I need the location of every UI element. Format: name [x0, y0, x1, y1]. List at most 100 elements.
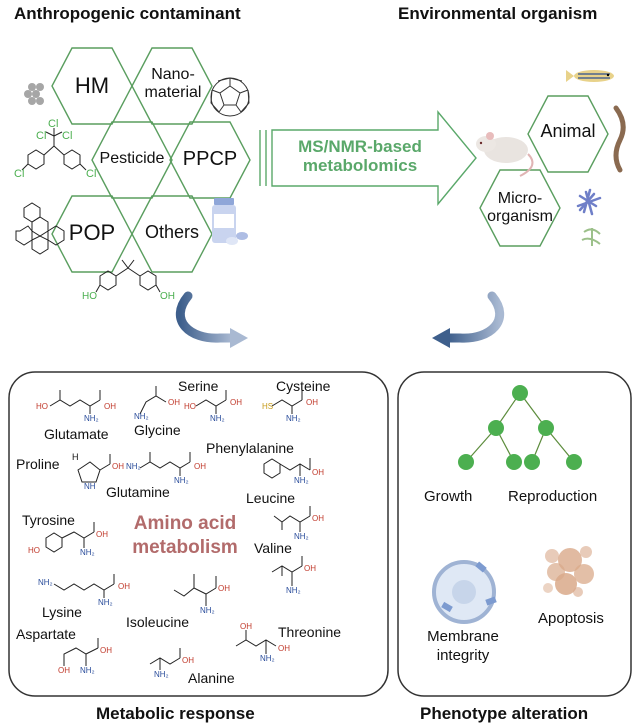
method-arrow — [259, 110, 477, 206]
growth-tree-graphic — [458, 385, 582, 470]
amino-title-line2: metabolism — [132, 536, 238, 558]
tyr-nh2: NH₂ — [80, 548, 95, 557]
aa-glutamine: Glutamine — [106, 484, 170, 500]
amino-acid-skeletons — [45, 386, 311, 670]
gly-oh: OH — [168, 398, 180, 407]
contaminant-heading: Anthropogenic contaminant — [14, 4, 241, 23]
aa-aspartate: Aspartate — [16, 626, 76, 642]
aa-isoleucine: Isoleucine — [126, 614, 190, 630]
glu-ho: HO — [36, 402, 48, 411]
bpa-ho-label: HO — [82, 291, 97, 302]
phenotype-reproduction: Reproduction — [508, 488, 598, 505]
pesticide-molecule-icon — [21, 128, 87, 171]
aa-glycine: Glycine — [134, 422, 181, 438]
aa-serine: Serine — [178, 378, 219, 394]
glu-nh2: NH₂ — [84, 414, 99, 423]
phe-nh2: NH₂ — [294, 476, 309, 485]
rat-icon — [476, 132, 534, 177]
lys-nh2-2: NH₂ — [98, 598, 113, 607]
leu-oh: OH — [312, 514, 324, 523]
pro-oh: OH — [112, 462, 124, 471]
fullerene-icon — [210, 77, 250, 117]
curve-arrow-left-graphic — [175, 291, 248, 348]
phenotype-apoptosis: Apoptosis — [538, 610, 604, 627]
gly-nh2: NH₂ — [134, 412, 149, 421]
hm-spheres-icon — [24, 83, 44, 105]
aa-leucine: Leucine — [246, 490, 296, 506]
ala-oh: OH — [182, 656, 194, 665]
cl-label-2: Cl — [36, 130, 47, 142]
algae-icon — [581, 228, 601, 246]
aa-tyrosine: Tyrosine — [22, 512, 75, 528]
hex-pesticide — [91, 121, 173, 199]
bacteria-cluster-icon — [576, 188, 602, 216]
gln-oh: OH — [194, 462, 206, 471]
cl-label-3: Cl — [62, 130, 73, 142]
cys-nh2: NH₂ — [286, 414, 301, 423]
asp-oh-2: OH — [100, 646, 112, 655]
organism-heading: Environmental organism — [398, 4, 598, 23]
aa-proline: Proline — [16, 456, 60, 472]
gln-nh2-2: NH₂ — [174, 476, 189, 485]
ppcp-pill-bottle-icon — [212, 198, 248, 245]
ser-nh2: NH₂ — [210, 414, 225, 423]
micro-line1: Micro- — [497, 190, 543, 207]
hex-nanomaterial — [131, 47, 213, 125]
curve-arrow-right-graphic — [432, 291, 505, 348]
aa-alanine: Alanine — [188, 670, 235, 686]
ala-nh2: NH₂ — [154, 670, 169, 679]
hex-others-label: Others — [144, 222, 200, 242]
apoptosis-cell-icon — [543, 546, 594, 597]
organism-hexagons — [479, 95, 609, 247]
nano-line2: material — [144, 83, 202, 101]
animal-label: Animal — [540, 121, 596, 141]
amino-title-line1: Amino acid — [133, 513, 237, 534]
thr-oh-2: OH — [278, 644, 290, 653]
hex-animal — [527, 95, 609, 173]
ser-ho: HO — [184, 402, 196, 411]
aa-lysine: Lysine — [42, 604, 82, 620]
phenotype-growth: Growth — [424, 488, 473, 505]
cl-label-5: Cl — [86, 168, 97, 180]
asp-oh-1: OH — [58, 666, 70, 675]
bisphenol-molecule-icon — [95, 259, 161, 293]
ile-oh: OH — [218, 584, 230, 593]
method-line2: metabolomics — [302, 155, 418, 175]
hex-hm — [51, 47, 133, 125]
micro-line2: organism — [487, 207, 553, 225]
leu-nh2: NH₂ — [294, 532, 309, 541]
nano-line1: Nano- — [151, 66, 195, 83]
lys-nh2-1: NH₂ — [38, 578, 53, 587]
val-nh2: NH₂ — [286, 586, 301, 595]
metabolic-heading: Metabolic response — [96, 704, 255, 723]
pop-molecule-icon — [15, 202, 65, 255]
bpa-oh-label: OH — [160, 291, 175, 302]
ser-oh: OH — [230, 398, 242, 407]
phenotype-membrane: Membrane integrity — [418, 628, 508, 666]
amino-acid-title: Amino acid metabolism — [120, 512, 250, 560]
hex-nano-label: Nano- material — [138, 66, 208, 101]
aa-cysteine: Cysteine — [276, 378, 331, 394]
phe-oh: OH — [312, 468, 324, 477]
cl-label-4: Cl — [14, 168, 25, 180]
membrane-line2: integrity — [436, 646, 490, 664]
zebrafish-icon — [566, 70, 614, 82]
cys-oh: OH — [306, 398, 318, 407]
membrane-line1: Membrane — [427, 628, 499, 645]
pro-nh: NH — [84, 482, 96, 491]
metabolic-response-box — [8, 371, 389, 697]
aa-valine: Valine — [254, 540, 292, 556]
ile-nh2: NH₂ — [200, 606, 215, 615]
pro-h: H — [72, 452, 79, 462]
phenotype-box — [397, 371, 632, 697]
phenotype-heading: Phenotype alteration — [420, 704, 589, 723]
method-line1: MS/NMR-based — [298, 137, 422, 156]
earthworm-icon — [613, 105, 626, 173]
hex-pop-label: POP — [68, 220, 116, 245]
thr-oh-1: OH — [240, 622, 252, 631]
hex-microorganism — [479, 169, 561, 247]
membrane-cell-icon — [432, 560, 497, 624]
microorganism-label: Micro- organism — [480, 190, 560, 225]
hex-others — [131, 195, 213, 273]
